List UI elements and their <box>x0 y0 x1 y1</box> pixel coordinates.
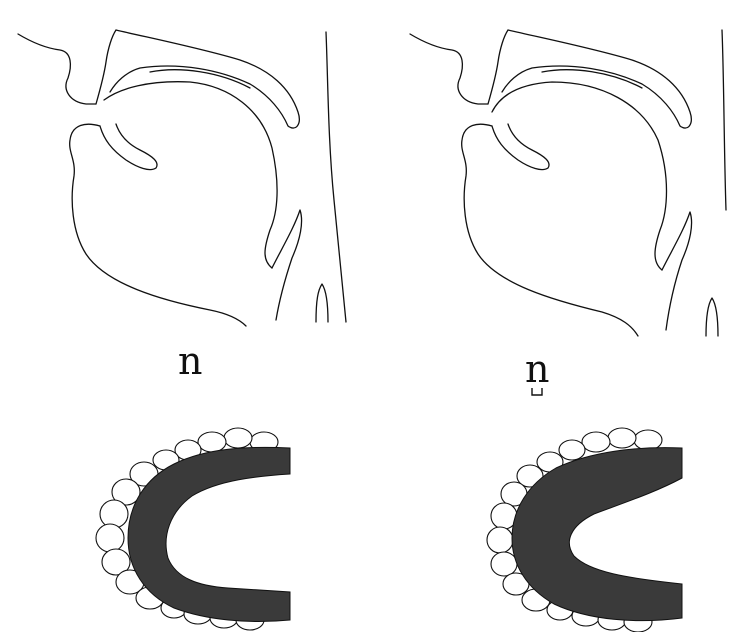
vocal-tract-diagram-dental <box>392 0 732 340</box>
larynx <box>316 284 328 322</box>
velum <box>542 70 642 88</box>
larynx <box>706 298 718 336</box>
upper-incisor <box>96 30 116 104</box>
face-profile <box>410 34 488 104</box>
phoneme-label-dental: n <box>525 350 549 388</box>
lower-incisor <box>492 124 549 170</box>
sagittal-section-dental <box>392 0 732 340</box>
contact-diagram-alveolar <box>88 418 298 632</box>
label-text-alveolar: n <box>178 339 202 383</box>
epiglottis <box>662 212 692 330</box>
pharynx-wall <box>326 32 346 322</box>
sagittal-section-alveolar <box>0 0 360 330</box>
lower-incisor <box>100 124 157 170</box>
tongue-contact-diagram-dental <box>476 418 686 632</box>
label-text-dental: n <box>525 347 549 391</box>
bridge-below-icon <box>531 388 543 396</box>
palate <box>502 30 691 128</box>
tongue-contact-diagram-alveolar <box>88 418 298 632</box>
palate <box>110 30 299 128</box>
dental-label-wrap: n <box>525 350 549 388</box>
face-profile <box>18 34 96 104</box>
vocal-tract-diagram-alveolar <box>0 0 360 330</box>
lower-lip-jaw <box>70 124 246 326</box>
epiglottis <box>272 210 302 320</box>
upper-incisor <box>488 30 508 104</box>
tongue <box>492 82 667 270</box>
lower-lip-jaw <box>462 124 638 336</box>
velum <box>150 70 250 88</box>
pharynx-wall <box>722 30 726 210</box>
contact-diagram-dental <box>476 418 686 632</box>
tongue <box>104 82 277 268</box>
phoneme-label-alveolar: n <box>178 342 202 380</box>
